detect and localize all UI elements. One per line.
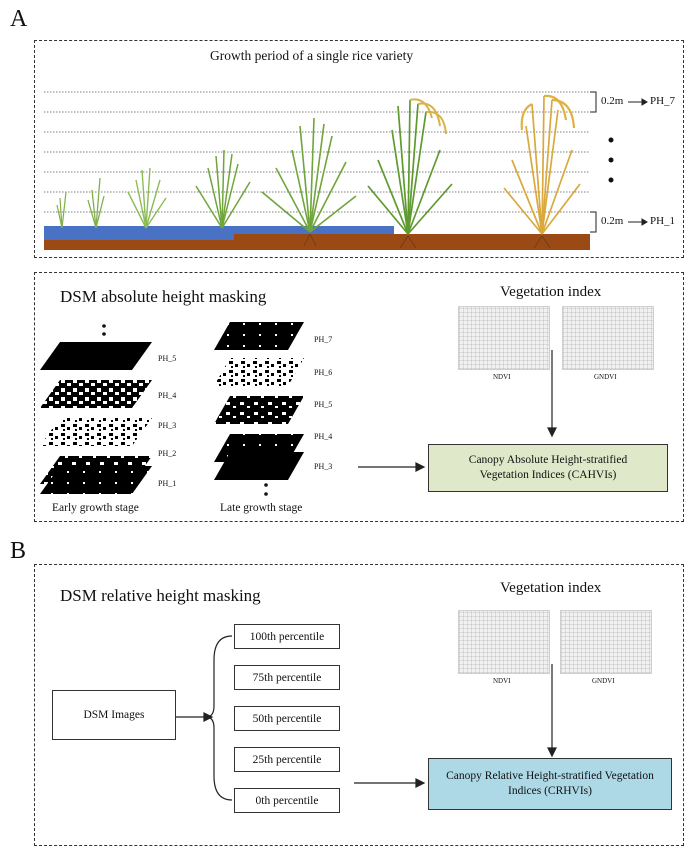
- plant-7: [503, 95, 581, 235]
- plant-2: [87, 177, 105, 229]
- gndvi-label-a: GNDVI: [594, 373, 617, 381]
- late-layer-ph6: [214, 358, 304, 386]
- early-label-ph3: PH_3: [158, 421, 177, 430]
- gndvi-image-a: [562, 306, 654, 370]
- late-stack-dot: [264, 483, 268, 487]
- ndvi-image-a: [458, 306, 550, 370]
- ph-bracket-bottom: [590, 211, 597, 233]
- water-layer: [44, 226, 234, 240]
- ndvi-label-a: NDVI: [493, 373, 511, 381]
- late-label-ph7: PH_7: [314, 335, 333, 344]
- ndvi-label-b: NDVI: [493, 677, 511, 685]
- plant-1: [56, 191, 67, 229]
- plant-3: [127, 167, 167, 229]
- ph-bottom-height: 0.2m: [601, 215, 624, 227]
- late-label-ph4: PH_4: [314, 432, 333, 441]
- ph-bracket-top: [590, 91, 597, 113]
- early-stack-dot: [102, 324, 106, 328]
- ndvi-image-b: [458, 610, 550, 674]
- early-label-ph1: PH_1: [158, 479, 177, 488]
- ph-top-height: 0.2m: [601, 95, 624, 107]
- early-stack-dot: [102, 332, 106, 336]
- percentile-75-box: 75th percentile: [234, 665, 340, 690]
- absolute-masking-box: [34, 272, 684, 522]
- ph-ellipsis-dots: [608, 137, 614, 183]
- plant-6-panicles: [409, 98, 447, 135]
- percentile-brace: [205, 635, 233, 801]
- vegetation-index-title-b: Vegetation index: [500, 580, 602, 596]
- cahvi-result-box: Canopy Absolute Height-stratified Vegeta…: [428, 444, 668, 492]
- late-label-ph3: PH_3: [314, 462, 333, 471]
- early-label-ph2: PH_2: [158, 449, 177, 458]
- late-stack: [214, 322, 304, 496]
- late-layer-ph3: [214, 452, 304, 480]
- late-layer-ph7: [214, 322, 304, 350]
- ph-bottom-name: PH_1: [650, 215, 676, 227]
- percentile-25-box: 25th percentile: [234, 747, 340, 772]
- absolute-masking-title: DSM absolute height masking: [60, 287, 267, 306]
- growth-period-title: Growth period of a single rice variety: [210, 48, 414, 63]
- early-layer-ph4: [40, 380, 152, 408]
- early-label-ph4: PH_4: [158, 391, 177, 400]
- relative-masking-box: [34, 564, 684, 846]
- panel-b-letter: B: [10, 538, 27, 564]
- late-growth-caption: Late growth stage: [220, 502, 303, 514]
- gndvi-label-b: GNDVI: [592, 677, 615, 685]
- vegetation-index-title-a: Vegetation index: [500, 284, 602, 300]
- plant-5: [261, 117, 357, 233]
- dsm-images-box: DSM Images: [52, 690, 176, 740]
- early-layer-ph5: [40, 342, 152, 370]
- late-label-ph5: PH_5: [314, 400, 333, 409]
- late-stack-dot: [264, 492, 268, 496]
- early-layer-ph1: [40, 466, 152, 494]
- crhvi-line-2: Indices (CRHVIs): [507, 785, 592, 797]
- late-layer-ph5: [214, 396, 304, 424]
- cahvi-line-2: Vegetation Indices (CAHVIs): [479, 469, 617, 481]
- plant-6: [367, 99, 453, 235]
- plant-4: [195, 149, 251, 229]
- ph-arrows: [628, 98, 648, 226]
- water-layer-right: [234, 226, 394, 234]
- percentile-100-box: 100th percentile: [234, 624, 340, 649]
- percentile-50-box: 50th percentile: [234, 706, 340, 731]
- ph-top-name: PH_7: [650, 95, 676, 107]
- crhvi-line-1: Canopy Relative Height-stratified Vegeta…: [446, 770, 654, 782]
- plant-7-panicles: [520, 94, 576, 131]
- roots: [303, 233, 551, 249]
- early-label-ph5: PH_5: [158, 354, 177, 363]
- gndvi-image-b: [560, 610, 652, 674]
- percentile-0-box: 0th percentile: [234, 788, 340, 813]
- early-growth-caption: Early growth stage: [52, 502, 139, 514]
- growth-period-box: [34, 40, 684, 258]
- relative-masking-title: DSM relative height masking: [60, 586, 261, 605]
- early-stack: [40, 324, 152, 494]
- cahvi-line-1: Canopy Absolute Height-stratified: [468, 454, 628, 466]
- crhvi-result-box: Canopy Relative Height-stratified Vegeta…: [428, 758, 672, 810]
- absolute-arrows: [358, 350, 557, 472]
- late-label-ph6: PH_6: [314, 368, 333, 377]
- early-layer-ph3: [40, 418, 152, 446]
- panel-a-letter: A: [10, 6, 28, 32]
